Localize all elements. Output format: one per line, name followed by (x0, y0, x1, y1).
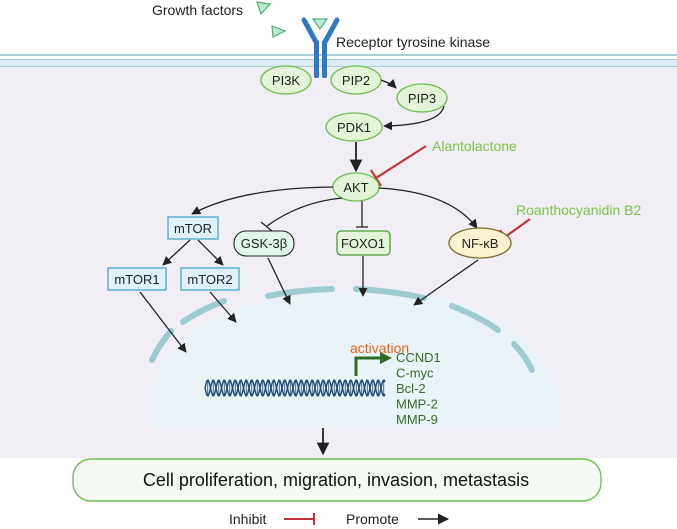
gsk3b-label: GSK-3β (241, 236, 288, 251)
legend-promote-label: Promote (346, 511, 399, 527)
pi3k-label: PI3K (272, 73, 301, 88)
outcome-label: Cell proliferation, migration, invasion,… (143, 470, 529, 490)
arrow-akt-nfkb (378, 187, 478, 229)
gene-label: CCND1 (396, 350, 441, 365)
receptor-label: Receptor tyrosine kinase (336, 34, 490, 50)
growth-factor-icon (271, 25, 287, 38)
gsk3b-node (233, 230, 295, 257)
arrow-pip2-pip3 (380, 78, 397, 89)
arrow-mtor-mtor2 (197, 239, 224, 266)
nfkb-label: NF-κB (462, 236, 499, 251)
akt-label: AKT (343, 180, 368, 195)
nfkb-node (448, 227, 512, 259)
growth-factor-icon (256, 1, 272, 16)
mtor-node (167, 216, 219, 240)
pi3k-node (260, 65, 312, 95)
dna-icon (204, 379, 386, 397)
pip3-label: PIP3 (408, 91, 436, 106)
pdk1-node (325, 112, 383, 142)
foxo1-label: FOXO1 (341, 236, 385, 251)
activation-arrow (354, 356, 382, 376)
alantolactone-inhibit-line (375, 145, 427, 179)
mtor-label: mTOR (174, 221, 212, 236)
membrane-strip (0, 60, 677, 66)
mtor1-node (107, 267, 167, 291)
arrow-mtor-mtor1 (162, 239, 191, 266)
arrow-akt-mtor (191, 186, 334, 215)
mtor2-label: mTOR2 (187, 272, 232, 287)
gene-label: MMP-2 (396, 397, 438, 412)
arrow-mtor1-nucleus (139, 291, 187, 353)
growth-factors-label: Growth factors (152, 2, 243, 18)
mtor1-label: mTOR1 (114, 272, 159, 287)
roanthocyanidin-label: Roanthocyanidin B2 (516, 202, 642, 218)
gene-label: C-myc (396, 366, 434, 381)
arrow-pip3-pdk1 (383, 105, 445, 131)
gene-label: Bcl-2 (396, 381, 426, 396)
legend-inhibit-label: Inhibit (229, 511, 266, 527)
pip2-label: PIP2 (342, 73, 370, 88)
pdk1-label: PDK1 (337, 120, 371, 135)
activation-arrowhead (380, 352, 392, 364)
gene-label: MMP-9 (396, 412, 438, 427)
inhibit-akt-gsk3b (266, 197, 343, 227)
arrow-gsk3b-nucleus (267, 257, 291, 305)
receptor-icon (301, 17, 340, 78)
activation-label: activation (350, 340, 409, 356)
pip3-node (396, 83, 448, 113)
outcome-box (72, 458, 602, 502)
arrow-nfkb-nucleus (413, 259, 479, 306)
inhibit-gsk3b-bar (260, 221, 273, 232)
alantolactone-inhibit-bar (370, 169, 382, 187)
foxo1-node (336, 230, 391, 256)
mtor2-node (180, 267, 240, 291)
arrow-mtor2-nucleus (209, 291, 237, 323)
alantolactone-label: Alantolactone (432, 138, 517, 154)
growth-factor-icon (311, 18, 329, 31)
roanthocyanidin-inhibit-line (504, 218, 531, 238)
